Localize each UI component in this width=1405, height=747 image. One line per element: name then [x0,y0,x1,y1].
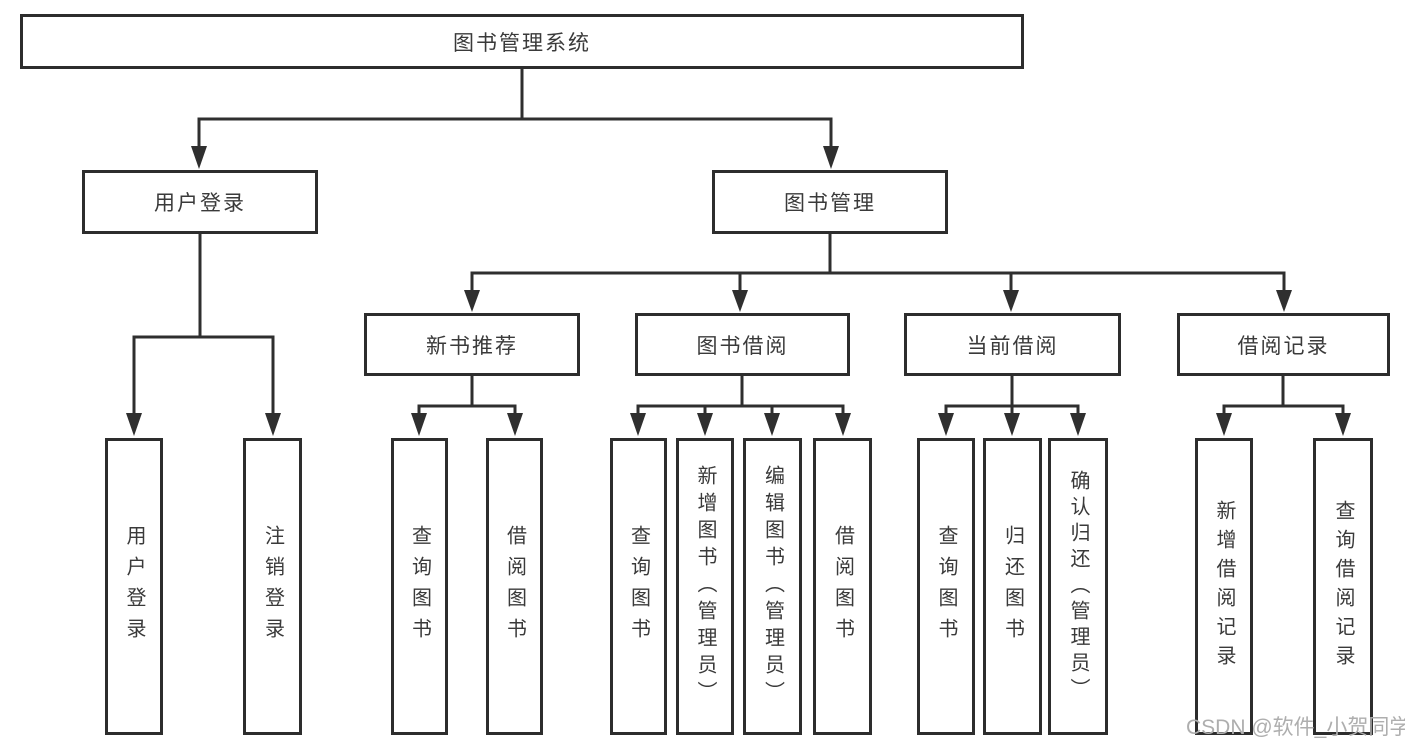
node-borrow-book: 借阅图书 [813,438,872,735]
arrowhead-icon [732,290,748,312]
edge-new-book-rec-children [411,374,523,436]
arrowhead-icon [1004,413,1020,436]
node-add-borrow-record: 新增借阅记录 [1195,438,1253,735]
node-query-book: 查询图书 [610,438,667,735]
edge-user-login-children [126,232,281,436]
arrowhead-icon [126,413,142,436]
arrowhead-icon [411,413,427,436]
node-current-borrowing: 当前借阅 [904,313,1121,376]
arrowhead-icon [630,413,646,436]
arrowhead-icon [835,413,851,436]
node-borrowing-records: 借阅记录 [1177,313,1390,376]
arrowhead-icon [823,146,839,169]
node-book-management: 图书管理 [712,170,948,234]
node-query-book: 查询图书 [391,438,448,735]
node-query-borrow-record: 查询借阅记录 [1313,438,1373,735]
arrowhead-icon [1003,290,1019,312]
node-borrow-book: 借阅图书 [486,438,543,735]
arrowhead-icon [507,413,523,436]
node-confirm-return-admin: 确认归还（管理员） [1048,438,1108,735]
node-book-borrowing: 图书借阅 [635,313,850,376]
arrowhead-icon [1335,413,1351,436]
node-root-system: 图书管理系统 [20,14,1024,69]
node-new-book-recommendation: 新书推荐 [364,313,580,376]
arrowhead-icon [764,413,780,436]
node-edit-book-admin: 编辑图书（管理员） [743,438,802,735]
arrowhead-icon [191,146,207,169]
arrowhead-icon [697,413,713,436]
arrowhead-icon [464,290,480,312]
arrowhead-icon [938,413,954,436]
edge-book-borrow-children [630,374,851,436]
node-user-login: 用户登录 [82,170,318,234]
edge-borrow-records-children [1216,374,1351,436]
node-add-book-admin: 新增图书（管理员） [676,438,734,735]
edge-book-mgmt-children [464,232,1292,312]
node-login: 用户登录 [105,438,163,735]
edge-root-to-level2 [191,67,839,169]
node-query-book: 查询图书 [917,438,975,735]
arrowhead-icon [265,413,281,436]
node-return-book: 归还图书 [983,438,1042,735]
arrowhead-icon [1216,413,1232,436]
node-logout: 注销登录 [243,438,302,735]
edge-current-borrow-children [938,374,1086,436]
arrowhead-icon [1070,413,1086,436]
csdn-watermark: CSDN @软件_小贺同学 [1186,716,1405,739]
arrowhead-icon [1276,290,1292,312]
